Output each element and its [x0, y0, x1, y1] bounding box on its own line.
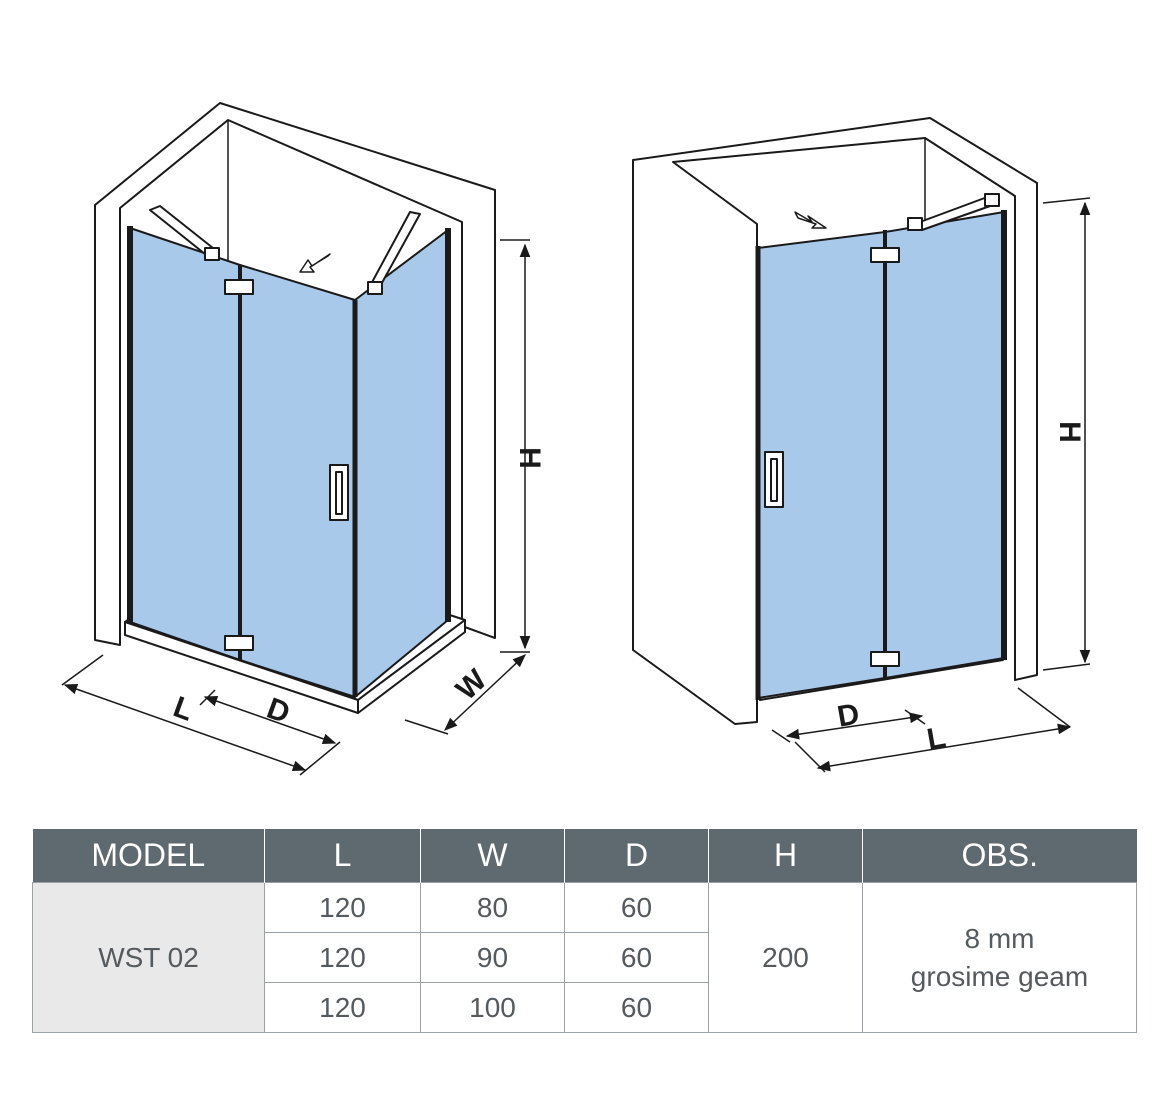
right-view [632, 117, 1038, 725]
right-view-glass-door [884, 211, 1005, 679]
left-width-dimension-line [444, 654, 526, 731]
right-length-dimension-line [816, 723, 1072, 772]
height-cell: 200 [708, 882, 863, 1033]
header-l: L [264, 829, 421, 883]
left-length-dimension-line [63, 683, 307, 772]
obs-line1: 8 mm [964, 922, 1035, 954]
right-height-label: H [1053, 421, 1086, 443]
cell-d: 60 [564, 932, 709, 983]
cell-d: 60 [564, 982, 709, 1033]
header-w: W [420, 829, 565, 883]
obs-cell: 8 mm grosime geam [862, 882, 1137, 1033]
left-door-label: D [262, 692, 294, 730]
cell-w: 80 [420, 882, 565, 933]
cell-w: 100 [420, 982, 565, 1033]
left-view-dimensions [61, 239, 531, 776]
cell-l: 120 [264, 932, 421, 983]
cell-d: 60 [564, 882, 709, 933]
left-width-label: W [450, 663, 494, 707]
left-view-glass-side [354, 229, 449, 698]
model-cell: WST 02 [32, 882, 265, 1033]
cell-l: 120 [264, 882, 421, 933]
header-model: MODEL [32, 829, 265, 883]
table-header-row: MODEL L W D H OBS. [32, 829, 1137, 883]
header-h: H [708, 829, 863, 883]
left-door-dimension-line [203, 695, 337, 745]
cell-l: 120 [264, 982, 421, 1033]
header-obs: OBS. [862, 829, 1137, 883]
header-d: D [564, 829, 709, 883]
cell-w: 90 [420, 932, 565, 983]
right-door-label: D [835, 698, 862, 734]
left-height-label: H [513, 447, 546, 469]
table-row: WST 02 120 80 60 200 8 mm grosime geam [32, 882, 1137, 1033]
table-row: 120 90 60 [33, 932, 1137, 983]
table-row: 120 100 60 [33, 982, 1137, 1033]
right-length-label: L [924, 721, 948, 757]
left-view [94, 102, 496, 714]
right-view-dimensions [771, 197, 1091, 773]
obs-line2: grosime geam [910, 960, 1089, 992]
left-view-glass-front [129, 227, 241, 661]
left-length-label: L [169, 690, 198, 727]
spec-table: MODEL L W D H OBS. WST 02 120 80 60 200 … [32, 829, 1137, 1033]
shower-diagram: H L D W [61, 102, 1091, 776]
left-view-walls [94, 102, 496, 646]
